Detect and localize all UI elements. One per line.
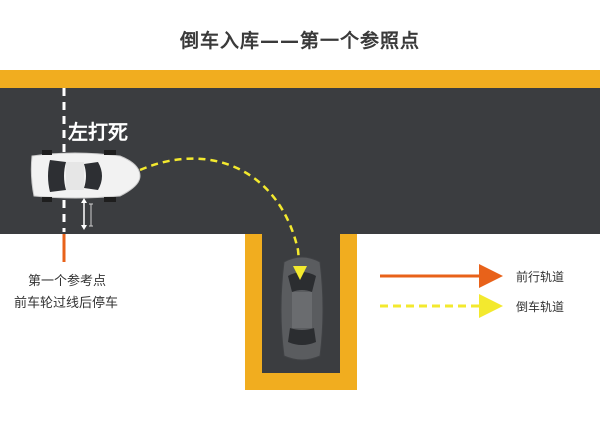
reference-point-title: 第一个参考点 [28, 274, 107, 289]
white-car [30, 150, 141, 202]
reference-point-description: 前车轮过线后停车 [14, 296, 119, 311]
distance-arrow [81, 198, 93, 230]
reverse-arrow-head [293, 266, 307, 280]
legend-reverse-label: 倒车轨道 [516, 300, 565, 314]
page-title: 倒车入库——第一个参照点 [179, 30, 420, 52]
reverse-path [139, 157, 302, 273]
legend-forward-label: 前行轨道 [516, 270, 565, 284]
turn-instruction: 左打死 [68, 120, 128, 144]
grey-car [280, 256, 324, 361]
